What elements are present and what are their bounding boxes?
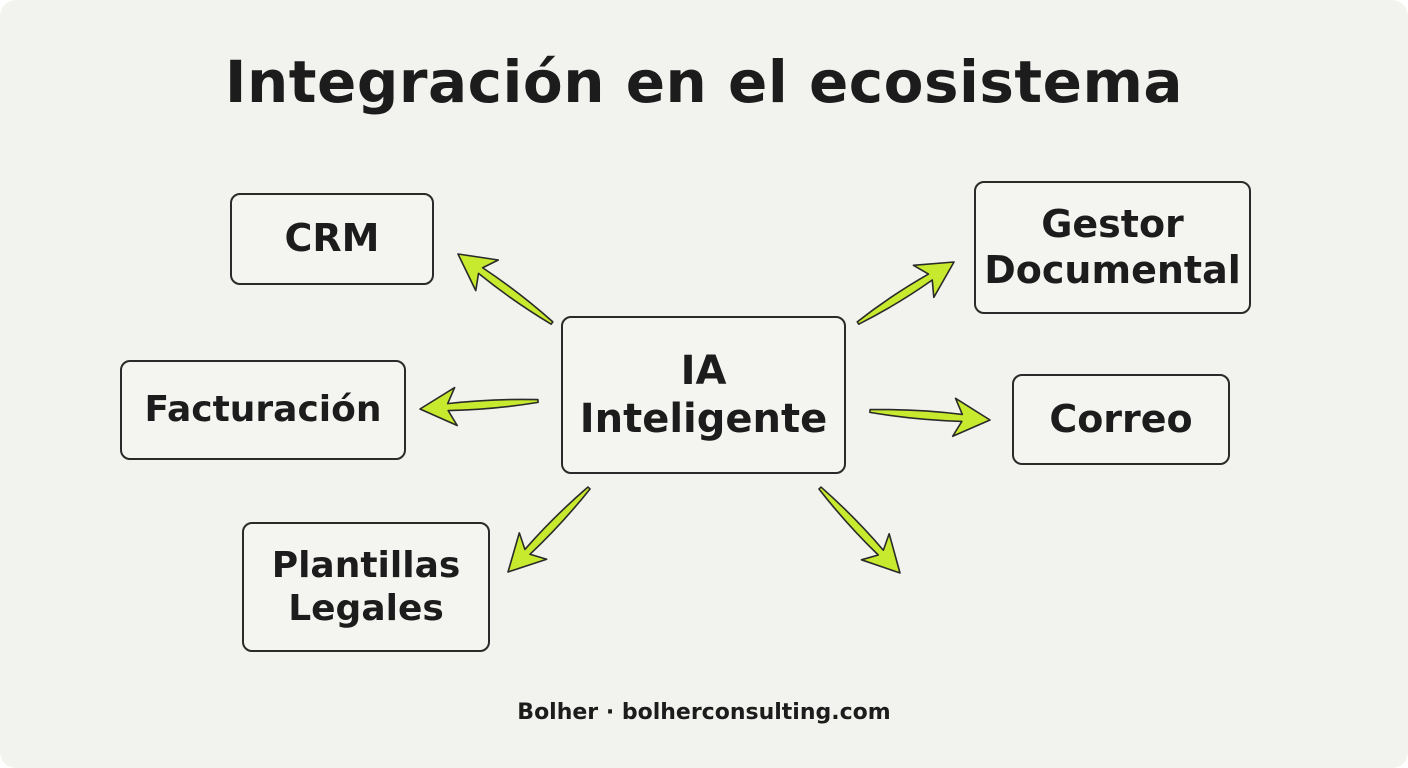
arrow-to-correo — [869, 397, 991, 438]
node-ia-inteligente: IA Inteligente — [561, 316, 846, 474]
node-facturacion: Facturación — [120, 360, 406, 460]
node-gestor-documental: Gestor Documental — [974, 181, 1251, 314]
node-crm: CRM — [230, 193, 434, 285]
node-facturacion-label: Facturación — [144, 389, 382, 431]
node-ia-line1: IA — [680, 348, 727, 394]
footer-credit: Bolher · bolherconsulting.com — [517, 700, 891, 725]
node-correo: Correo — [1012, 374, 1230, 465]
arrow-down-right — [818, 486, 901, 574]
node-plantillas-legales: Plantillas Legales — [242, 522, 490, 652]
arrow-to-gestor — [856, 261, 955, 325]
node-ia-line2: Inteligente — [579, 396, 828, 442]
node-gestor-line1: Gestor — [1041, 201, 1184, 246]
arrow-to-plantillas — [507, 486, 591, 573]
node-plantillas-line2: Legales — [288, 588, 444, 629]
arrow-to-facturacion — [419, 386, 539, 427]
node-gestor-line2: Documental — [984, 247, 1241, 292]
node-plantillas-line1: Plantillas — [271, 544, 461, 586]
page-title: Integración en el ecosistema — [224, 48, 1184, 116]
node-crm-label: CRM — [284, 216, 380, 261]
node-correo-label: Correo — [1049, 396, 1193, 441]
arrow-to-crm — [457, 253, 554, 325]
